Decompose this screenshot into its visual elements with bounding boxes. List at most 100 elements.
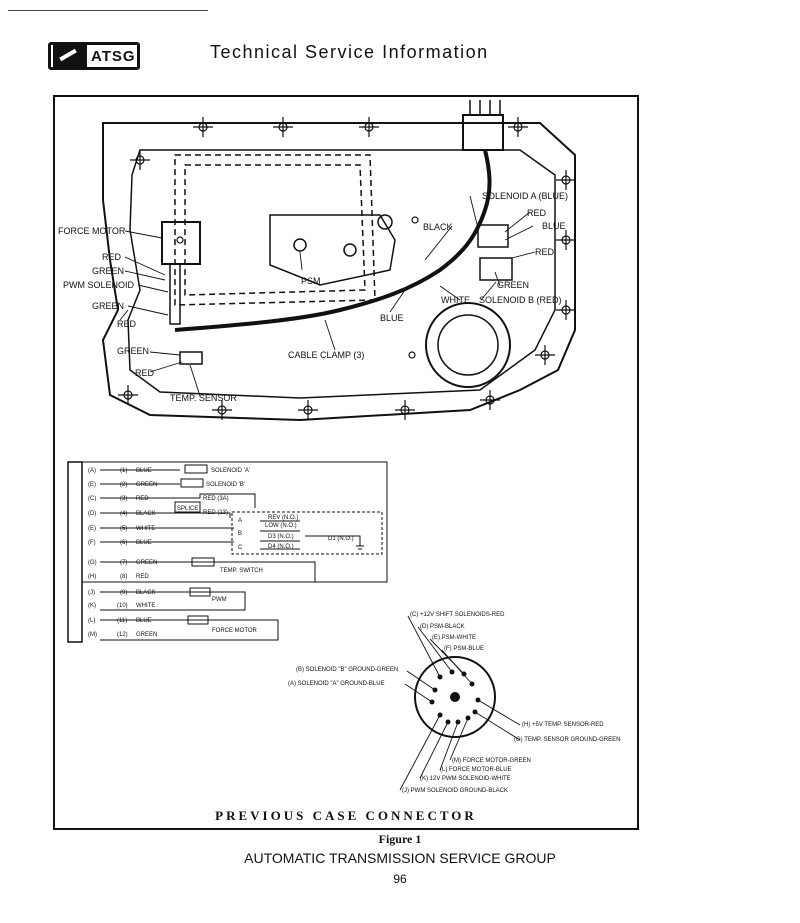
schematic-row-3: (C) (3) RED RED (3A) SPLICE <box>88 496 229 512</box>
svg-text:SOLENOID 'B': SOLENOID 'B' <box>206 482 245 488</box>
label-green-3: GREEN <box>497 280 529 290</box>
schematic-row-1: (A) (1) BLUE SOLENOID 'A' <box>88 468 250 474</box>
schematic-row-12: (M) (12) GREEN FORCE MOTOR <box>88 628 258 638</box>
svg-text:(11): (11) <box>117 618 127 624</box>
schematic-row-2: (E) (2) GREEN SOLENOID 'B' <box>88 482 245 488</box>
schematic-row-8: (H) (8) RED TEMP. SWITCH <box>88 568 263 580</box>
svg-text:(A): (A) <box>88 468 96 474</box>
schematic-row-4: (D) (4) BLACK RED (13) <box>88 510 228 517</box>
group-name: AUTOMATIC TRANSMISSION SERVICE GROUP <box>244 850 556 866</box>
svg-text:(F): (F) <box>88 540 96 546</box>
figure-frame <box>53 95 639 830</box>
top-rule <box>8 10 208 11</box>
svg-text:BLUE: BLUE <box>136 540 152 546</box>
splice-label: SPLICE <box>177 506 198 512</box>
label-psm: PSM <box>301 276 321 286</box>
svg-text:(K): (K) <box>88 603 96 609</box>
svg-text:BLUE: BLUE <box>136 468 152 474</box>
svg-text:(M): (M) <box>88 632 97 638</box>
svg-text:(4): (4) <box>120 511 127 517</box>
label-red-2: RED <box>535 247 555 257</box>
connector-callouts: (C) +12V SHIFT SOLENOIDS-RED (D) PSM-BLA… <box>288 612 620 794</box>
label-red-4: RED <box>117 319 137 329</box>
label-green-2: GREEN <box>92 301 124 311</box>
svg-text:(8): (8) <box>120 574 127 580</box>
label-solenoid-b-red: SOLENOID B (RED) <box>479 295 562 305</box>
page-title: Technical Service Information <box>210 42 489 62</box>
svg-text:(5): (5) <box>120 526 127 532</box>
wiring-schematic: (A) (1) BLUE SOLENOID 'A' (E) (2) GREEN … <box>67 461 388 643</box>
schematic-row-5: (E) (5) WHITE <box>88 526 155 532</box>
svg-text:(K) 12V PWM SOLENOID-WHITE: (K) 12V PWM SOLENOID-WHITE <box>420 776 511 782</box>
label-green-1: GREEN <box>92 266 124 276</box>
svg-text:RED (3A): RED (3A) <box>203 496 229 502</box>
svg-text:(12): (12) <box>117 632 128 638</box>
svg-text:FORCE MOTOR: FORCE MOTOR <box>212 628 258 634</box>
svg-text:GREEN: GREEN <box>136 560 157 566</box>
case-connector-illustration <box>399 615 521 791</box>
label-red-1: RED <box>527 208 547 218</box>
svg-text:(3): (3) <box>120 496 127 502</box>
svg-text:(D) PSM-BLACK: (D) PSM-BLACK <box>420 624 465 630</box>
svg-text:BLUE: BLUE <box>136 618 152 624</box>
svg-text:(D): (D) <box>88 511 96 517</box>
svg-text:LOW (N.O.): LOW (N.O.) <box>265 523 297 529</box>
svg-text:(6): (6) <box>120 540 127 546</box>
logo-mark-icon <box>53 45 87 67</box>
svg-text:(G) TEMP. SENSOR GROUND-GREEN: (G) TEMP. SENSOR GROUND-GREEN <box>514 737 620 743</box>
diagram-labels: SOLENOID A (BLUE) RED BLUE BLACK RED FOR… <box>58 191 568 403</box>
svg-text:PWM: PWM <box>212 597 227 603</box>
svg-text:B: B <box>238 531 242 537</box>
schematic-row-10: (K) (10) WHITE PWM <box>88 597 227 609</box>
svg-text:(G): (G) <box>88 560 97 566</box>
label-pwm-solenoid: PWM SOLENOID <box>63 280 135 290</box>
label-green-4: GREEN <box>117 346 149 356</box>
schematic-switches: A B C REV (N.O.) LOW (N.O.) D3 (N.O.) D4… <box>238 515 354 551</box>
svg-text:RED: RED <box>136 496 149 502</box>
svg-text:WHITE: WHITE <box>136 603 155 609</box>
logo-text: ATSG <box>91 47 136 65</box>
svg-text:BLACK: BLACK <box>136 590 156 596</box>
svg-text:A: A <box>238 518 242 524</box>
figure-caption: Figure 1 <box>378 832 422 846</box>
label-force-motor: FORCE MOTOR <box>58 226 126 236</box>
svg-text:BLACK: BLACK <box>136 511 156 517</box>
label-white: WHITE <box>441 295 470 305</box>
svg-text:(2): (2) <box>120 482 127 488</box>
svg-text:(J): (J) <box>88 590 95 596</box>
svg-text:(E): (E) <box>88 482 96 488</box>
svg-text:RED (13): RED (13) <box>203 510 228 516</box>
svg-text:(7): (7) <box>120 560 127 566</box>
page-number: 96 <box>393 872 407 886</box>
svg-text:(1): (1) <box>120 468 127 474</box>
svg-text:(9): (9) <box>120 590 127 596</box>
atsg-logo: ATSG <box>48 42 140 70</box>
svg-text:(B) SOLENOID "B" GROUND-GREEN: (B) SOLENOID "B" GROUND-GREEN <box>296 667 398 673</box>
schematic-row-7: (G) (7) GREEN <box>88 560 157 566</box>
previous-case-connector-caption: PREVIOUS CASE CONNECTOR <box>215 808 477 823</box>
svg-text:(L): (L) <box>88 618 95 624</box>
schematic-row-9: (J) (9) BLACK <box>88 590 156 596</box>
svg-text:GREEN: GREEN <box>136 482 157 488</box>
label-red-5: RED <box>135 368 155 378</box>
svg-text:(M) FORCE MOTOR-GREEN: (M) FORCE MOTOR-GREEN <box>452 758 531 764</box>
svg-text:(H) +5V TEMP. SENSOR-RED: (H) +5V TEMP. SENSOR-RED <box>522 722 604 728</box>
svg-text:C: C <box>238 545 243 551</box>
svg-text:(A) SOLENOID "A" GROUND-BLUE: (A) SOLENOID "A" GROUND-BLUE <box>288 681 385 687</box>
label-blue-2: BLUE <box>380 313 404 323</box>
svg-text:D3 (N.O.): D3 (N.O.) <box>268 534 294 540</box>
valve-body-illustration <box>101 100 576 422</box>
svg-text:REV (N.O.): REV (N.O.) <box>268 515 298 521</box>
svg-text:GREEN: GREEN <box>136 632 157 638</box>
svg-text:D4 (N.O.): D4 (N.O.) <box>268 544 294 550</box>
label-blue-1: BLUE <box>542 221 566 231</box>
svg-text:(C) +12V SHIFT SOLENOIDS-RED: (C) +12V SHIFT SOLENOIDS-RED <box>410 612 505 618</box>
label-cable-clamp: CABLE CLAMP (3) <box>288 350 364 360</box>
svg-text:(J) PWM SOLENOID GROUND-BLACK: (J) PWM SOLENOID GROUND-BLACK <box>402 788 508 794</box>
svg-text:(E) PSM-WHITE: (E) PSM-WHITE <box>432 635 476 641</box>
svg-text:(H): (H) <box>88 574 96 580</box>
svg-text:TEMP. SWITCH: TEMP. SWITCH <box>220 568 263 574</box>
svg-text:(F) PSM-BLUE: (F) PSM-BLUE <box>444 646 484 652</box>
label-red-3: RED <box>102 252 122 262</box>
